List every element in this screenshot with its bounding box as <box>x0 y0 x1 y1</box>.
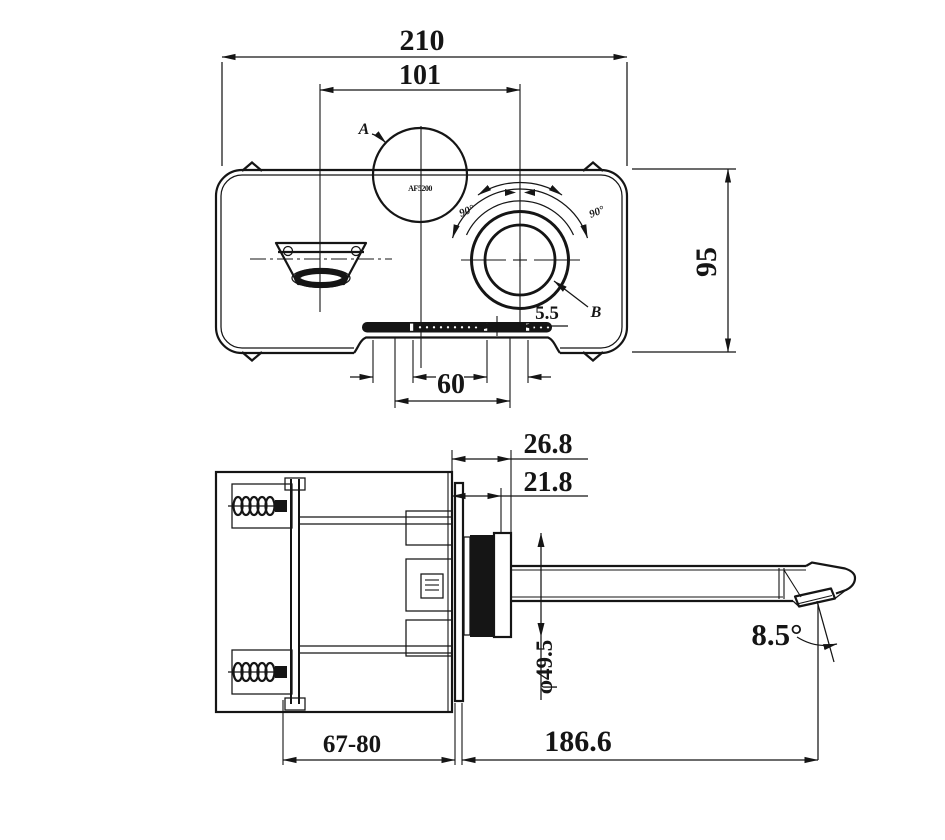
dim-outlet-angle-text: 8.5° <box>751 617 802 652</box>
flange-screw-left <box>282 245 294 257</box>
sensor-circle <box>371 126 469 224</box>
sensor-logo-text: AF5200 <box>408 184 432 193</box>
detail-label-a: A <box>358 121 370 138</box>
notch-mask <box>354 343 560 359</box>
bottom-right-tab <box>582 351 604 362</box>
dim-sensor-offset: 5.5 <box>475 303 568 336</box>
angle-arc <box>796 636 838 651</box>
bottom-left-tab <box>241 351 263 362</box>
center-indicator-right-arrow <box>524 189 535 196</box>
slot-break-1 <box>410 323 414 331</box>
top-right-tab <box>582 161 604 172</box>
dim-trim-depths: 26.8 21.8 <box>451 429 588 534</box>
spout-tip-outline <box>805 561 857 595</box>
dim-outlet-angle: 8.5° <box>751 600 838 760</box>
mounting-slot <box>362 322 552 333</box>
rib-block-middle <box>405 558 453 612</box>
dim-wall-depth-text: 67-80 <box>323 731 381 758</box>
escutcheon-cover <box>492 531 513 639</box>
bracket-cap-top <box>284 477 306 491</box>
dia-arrow-up <box>537 533 545 547</box>
dim-escutcheon-diameter: φ49.5 <box>532 533 557 700</box>
dim-trim-ring-text: 21.8 <box>524 467 573 498</box>
trim-assembly <box>453 481 513 703</box>
mounting-screw-top <box>228 495 287 517</box>
spout-tip-underside <box>834 589 847 599</box>
rotation-right-label: 90° <box>587 204 606 221</box>
handle-knob: 90° 90° B <box>451 181 607 321</box>
escutcheon-ring <box>470 535 494 637</box>
label-b-leader <box>553 280 589 308</box>
rib-block-bottom <box>405 619 453 657</box>
spout <box>511 561 857 608</box>
cartridge-window <box>420 573 444 599</box>
dim-plate-height-text: 95 <box>690 247 723 277</box>
top-left-tab <box>241 161 263 172</box>
dim-escutcheon-diameter-text: φ49.5 <box>532 640 557 695</box>
bottom-notch-outline <box>353 336 561 354</box>
dim-center-spacing: 101 <box>319 60 521 332</box>
detail-label-b: B <box>590 304 602 321</box>
rotation-left-label: 90° <box>457 203 476 220</box>
center-indicator-left-arrow <box>505 189 516 196</box>
mounting-screw-bottom <box>228 661 287 683</box>
valve-rails <box>299 516 452 654</box>
outlet-ring <box>294 268 348 288</box>
top-arc <box>477 181 563 196</box>
dim-spout-reach-text: 186.6 <box>544 725 612 758</box>
dim-overall-width-text: 210 <box>400 24 445 57</box>
slot-break-2 <box>484 323 488 331</box>
dim-trim-total-text: 26.8 <box>524 429 573 460</box>
dim-slot-spacing: 60 <box>350 338 551 408</box>
section-view: 26.8 21.8 φ49.5 8.5° 67-80 186. <box>214 429 857 765</box>
slot-break-3 <box>526 323 530 331</box>
dim-sensor-offset-text: 5.5 <box>535 303 559 324</box>
mounting-back-plate <box>453 481 465 703</box>
dim-plate-height: 95 <box>632 168 736 353</box>
valve-body <box>228 477 453 711</box>
spout-bottom-view <box>250 241 392 289</box>
aerator-inner-line <box>796 594 833 605</box>
dim-bottom-row: 67-80 186.6 <box>282 700 819 765</box>
rib-block-top <box>405 510 453 546</box>
top-view: 210 101 <box>214 24 736 408</box>
flange-screw-right <box>350 245 362 257</box>
slot-bar <box>362 322 552 333</box>
dim-overall-width: 210 <box>221 24 628 166</box>
dim-slot-spacing-text: 60 <box>437 369 465 400</box>
bracket-cap-bottom <box>284 697 306 711</box>
aerator-outlet <box>793 587 837 608</box>
dim-center-spacing-text: 101 <box>399 60 441 91</box>
wall-section <box>214 470 454 714</box>
spout-joint-diagonal <box>783 569 802 598</box>
rotation-arc-inner <box>465 200 575 236</box>
dia-arrow-down <box>537 623 545 637</box>
wall-cavity <box>288 520 451 650</box>
label-a-leader <box>371 131 387 144</box>
